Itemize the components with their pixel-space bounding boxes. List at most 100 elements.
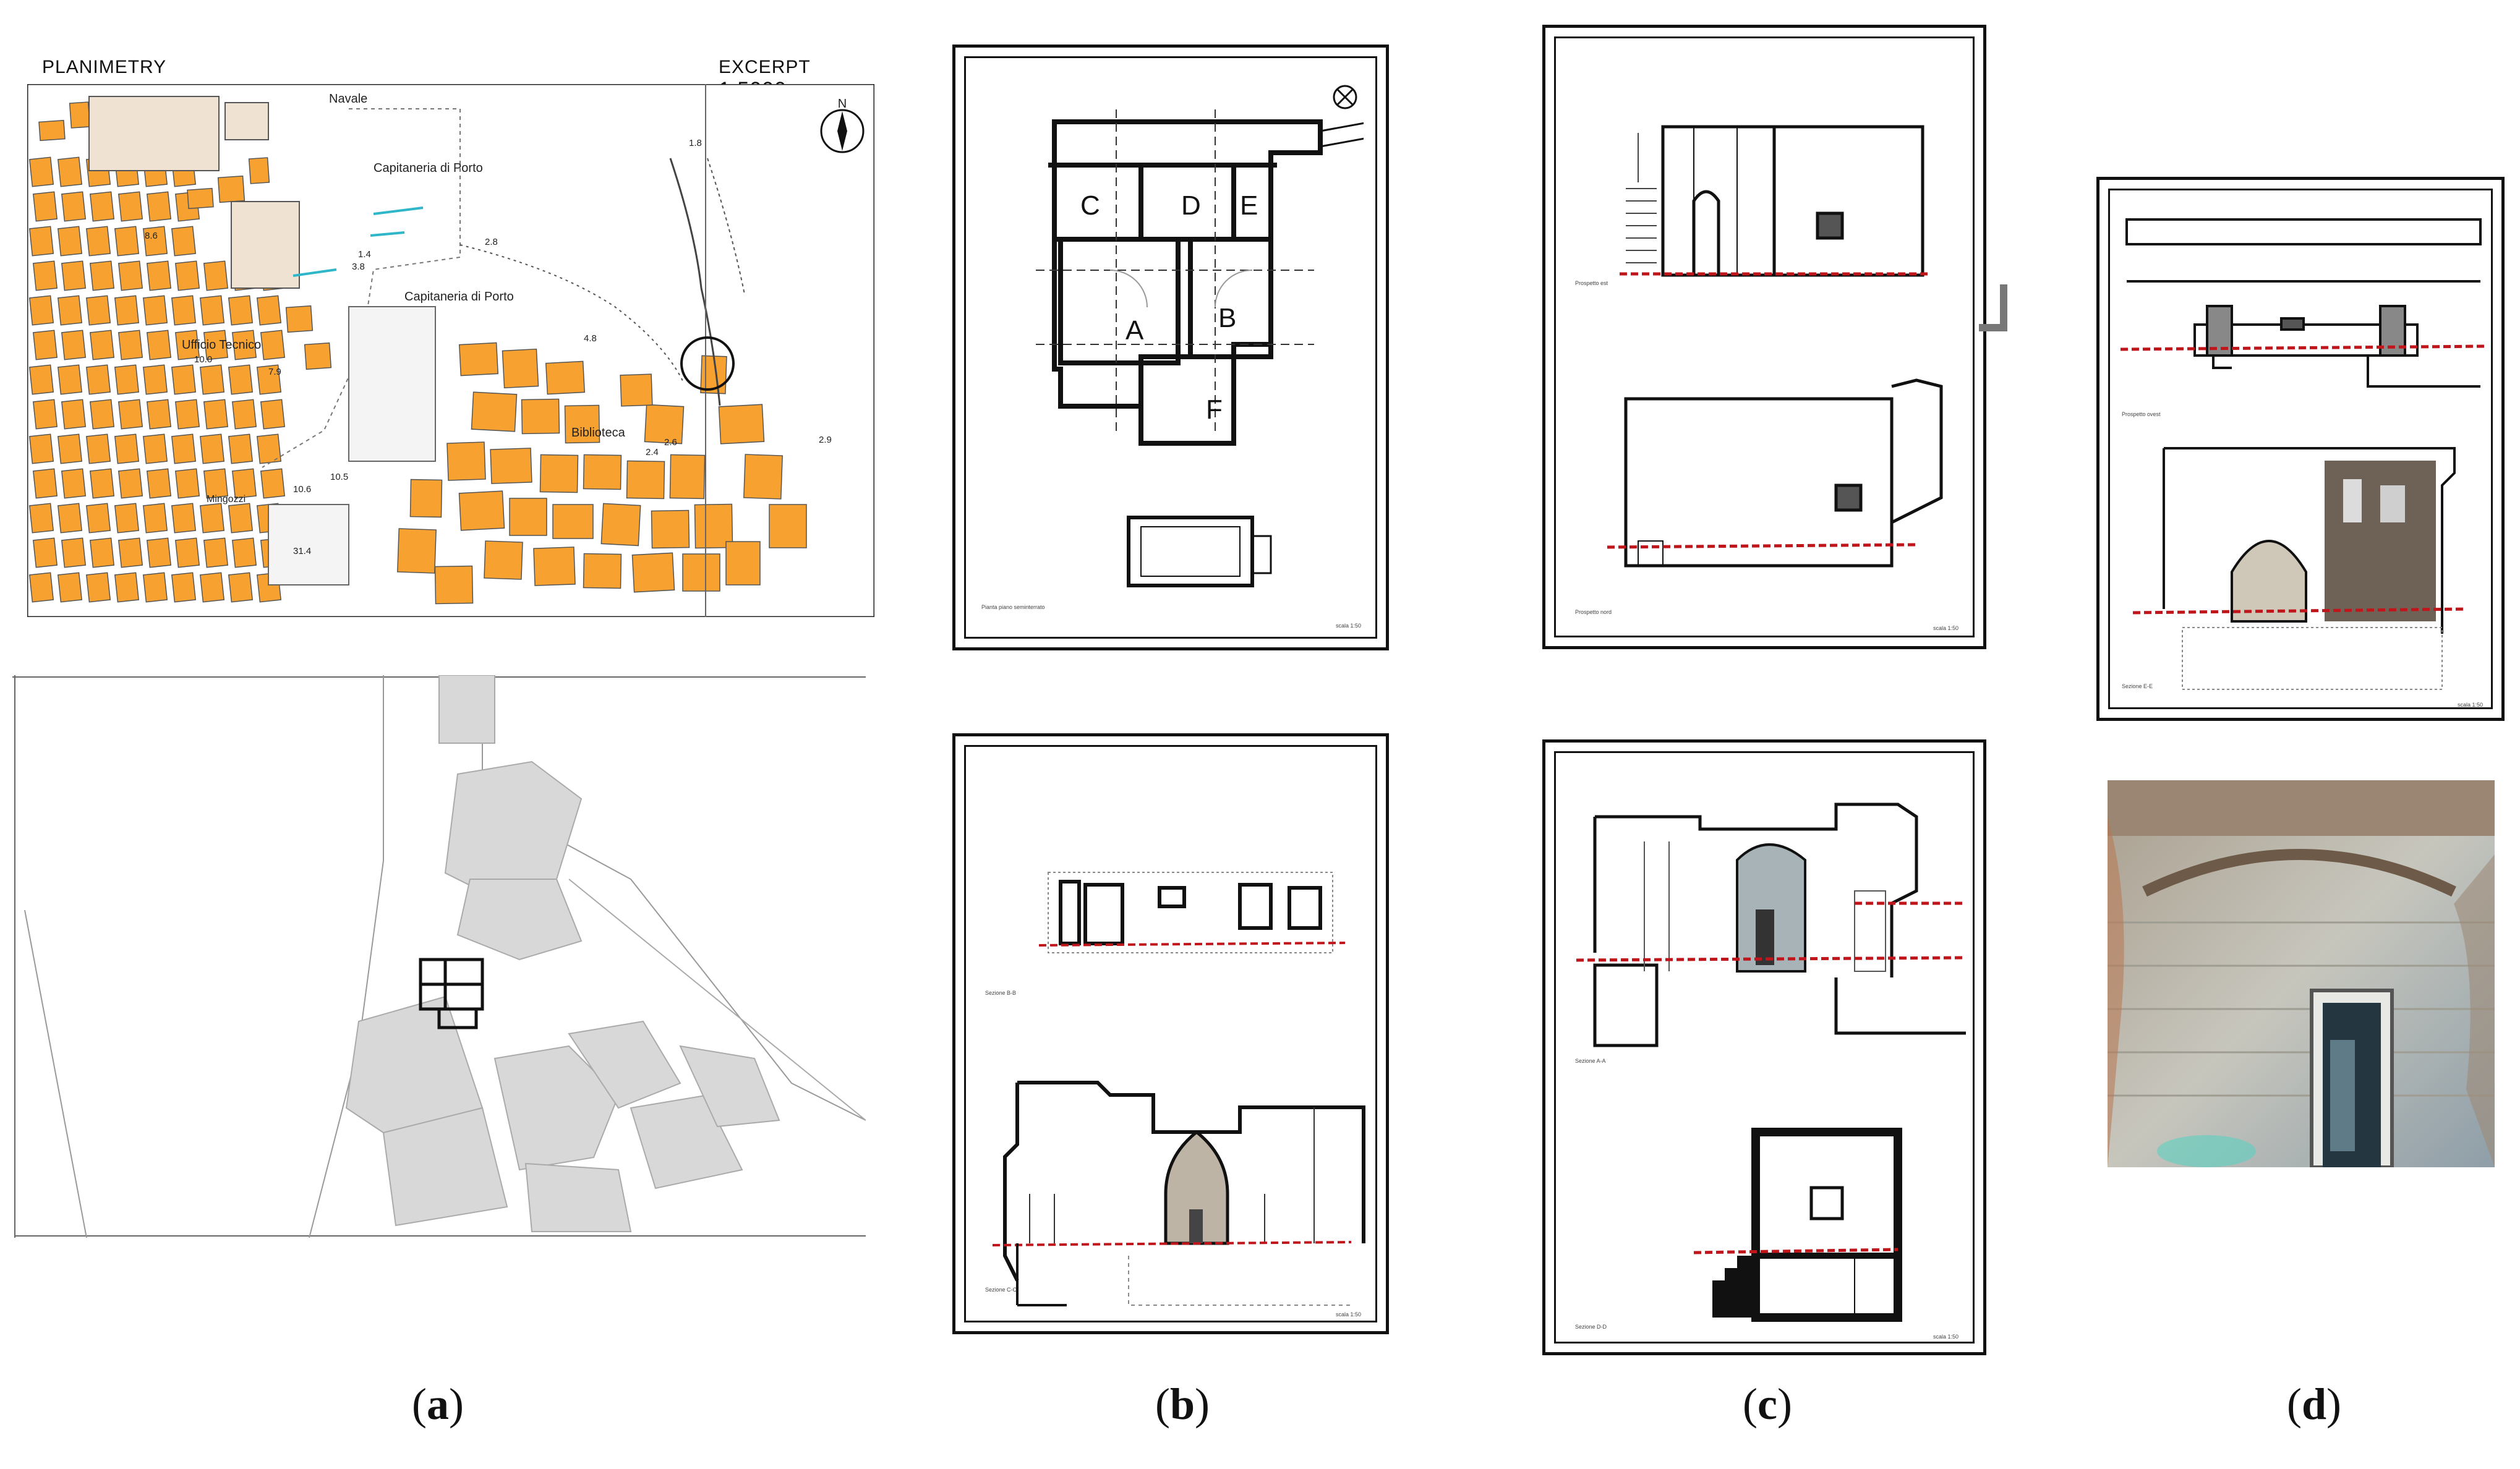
city-block — [187, 187, 214, 210]
city-block — [502, 348, 539, 389]
city-block — [61, 191, 87, 222]
sections-c — [1576, 803, 1966, 1322]
city-blocks — [28, 101, 807, 605]
city-block — [57, 226, 83, 257]
elev-east-caption: Prospetto est — [1575, 280, 1608, 286]
elev-c-scale-note: scala 1:50 — [1933, 625, 1958, 631]
city-block — [61, 399, 87, 430]
city-block — [552, 504, 594, 539]
city-block — [114, 572, 140, 603]
city-block — [228, 295, 254, 326]
city-block — [458, 490, 505, 531]
city-block — [142, 572, 168, 603]
city-block — [490, 448, 532, 484]
city-block — [89, 468, 115, 499]
city-block — [694, 503, 733, 549]
sections-b — [992, 872, 1365, 1306]
city-block — [28, 295, 54, 326]
city-block — [61, 260, 87, 291]
city-block — [28, 156, 54, 187]
cadastral-map — [12, 675, 866, 1238]
city-block — [146, 537, 172, 568]
city-block — [203, 260, 229, 291]
city-block — [146, 399, 172, 430]
room-label-b: B — [1218, 303, 1236, 333]
city-block — [644, 404, 685, 445]
svg-text:2.9: 2.9 — [819, 435, 832, 445]
panel-label-b: (b) — [1155, 1379, 1210, 1429]
city-block — [256, 364, 282, 395]
city-block — [142, 433, 168, 464]
city-block — [117, 537, 143, 568]
city-block — [260, 468, 286, 499]
city-block — [171, 572, 197, 603]
city-block — [114, 226, 140, 257]
sheet-c-sections: Sezione A-A Sezione D-D scala 1:50 — [1542, 739, 1986, 1355]
city-block — [142, 295, 168, 326]
city-block — [57, 295, 83, 326]
elev-north-caption: Prospetto nord — [1575, 609, 1612, 615]
city-block — [600, 503, 641, 547]
city-block — [620, 373, 653, 407]
city-block — [228, 572, 254, 603]
city-block — [458, 342, 499, 377]
city-block — [539, 454, 579, 493]
svg-text:3.8: 3.8 — [352, 262, 365, 272]
city-block — [231, 468, 257, 499]
panel-a: PLANIMETRY EXCERPT 1:5000 N Navale Capi — [0, 0, 878, 1429]
sheet-b-sections: Sezione B-B Sezione C-C scala 1:50 — [952, 733, 1389, 1334]
city-block — [718, 404, 765, 445]
room-label-d: D — [1181, 190, 1201, 221]
city-block — [256, 295, 282, 326]
svg-text:2.8: 2.8 — [485, 237, 498, 247]
city-block — [89, 260, 115, 291]
city-block — [117, 260, 143, 291]
city-block — [28, 572, 54, 603]
city-block — [117, 330, 143, 360]
city-block — [509, 498, 547, 536]
north-arrow-icon: N — [820, 97, 865, 153]
city-block — [57, 364, 83, 395]
city-block — [57, 433, 83, 464]
city-block — [203, 468, 229, 499]
map-scale-prefix: EXCERPT — [719, 57, 811, 77]
city-block — [32, 330, 58, 360]
city-block — [32, 537, 58, 568]
city-block — [743, 454, 783, 500]
city-block — [769, 504, 807, 548]
city-block — [28, 226, 54, 257]
city-block — [114, 295, 140, 326]
label-biblioteca: Biblioteca — [571, 426, 626, 440]
svg-text:7.9: 7.9 — [268, 367, 281, 377]
section-ee-caption: Sezione E-E — [2122, 683, 2153, 689]
label-capitaneria-1: Capitaneria di Porto — [374, 161, 483, 175]
label-capitaneria-2: Capitaneria di Porto — [404, 290, 514, 304]
city-block — [228, 364, 254, 395]
city-block — [114, 433, 140, 464]
plan-caption: Pianta piano seminterrato — [981, 604, 1045, 610]
city-block — [32, 399, 58, 430]
city-block — [397, 528, 437, 574]
city-block — [626, 460, 665, 500]
svg-text:4.8: 4.8 — [584, 333, 597, 344]
city-block — [117, 399, 143, 430]
svg-text:1.4: 1.4 — [358, 249, 371, 260]
city-block — [446, 441, 486, 481]
city-block — [217, 175, 246, 203]
site-building — [419, 958, 484, 1029]
city-block — [203, 399, 229, 430]
sections-b-scale-note: scala 1:50 — [1335, 1311, 1361, 1318]
city-block — [174, 468, 200, 499]
city-block — [146, 191, 172, 222]
city-block — [304, 342, 332, 370]
city-block — [725, 541, 761, 585]
label-ufficio-tecnico: Ufficio Tecnico — [182, 338, 261, 352]
city-block — [171, 503, 197, 534]
city-block — [203, 330, 229, 360]
svg-text:31.4: 31.4 — [293, 546, 311, 556]
city-block — [117, 468, 143, 499]
city-block — [199, 295, 225, 326]
room-label-c: C — [1080, 190, 1100, 221]
sheet-c-elevations: Prospetto est Prospetto nord scala 1:50 — [1542, 25, 1986, 649]
city-block — [85, 503, 111, 534]
